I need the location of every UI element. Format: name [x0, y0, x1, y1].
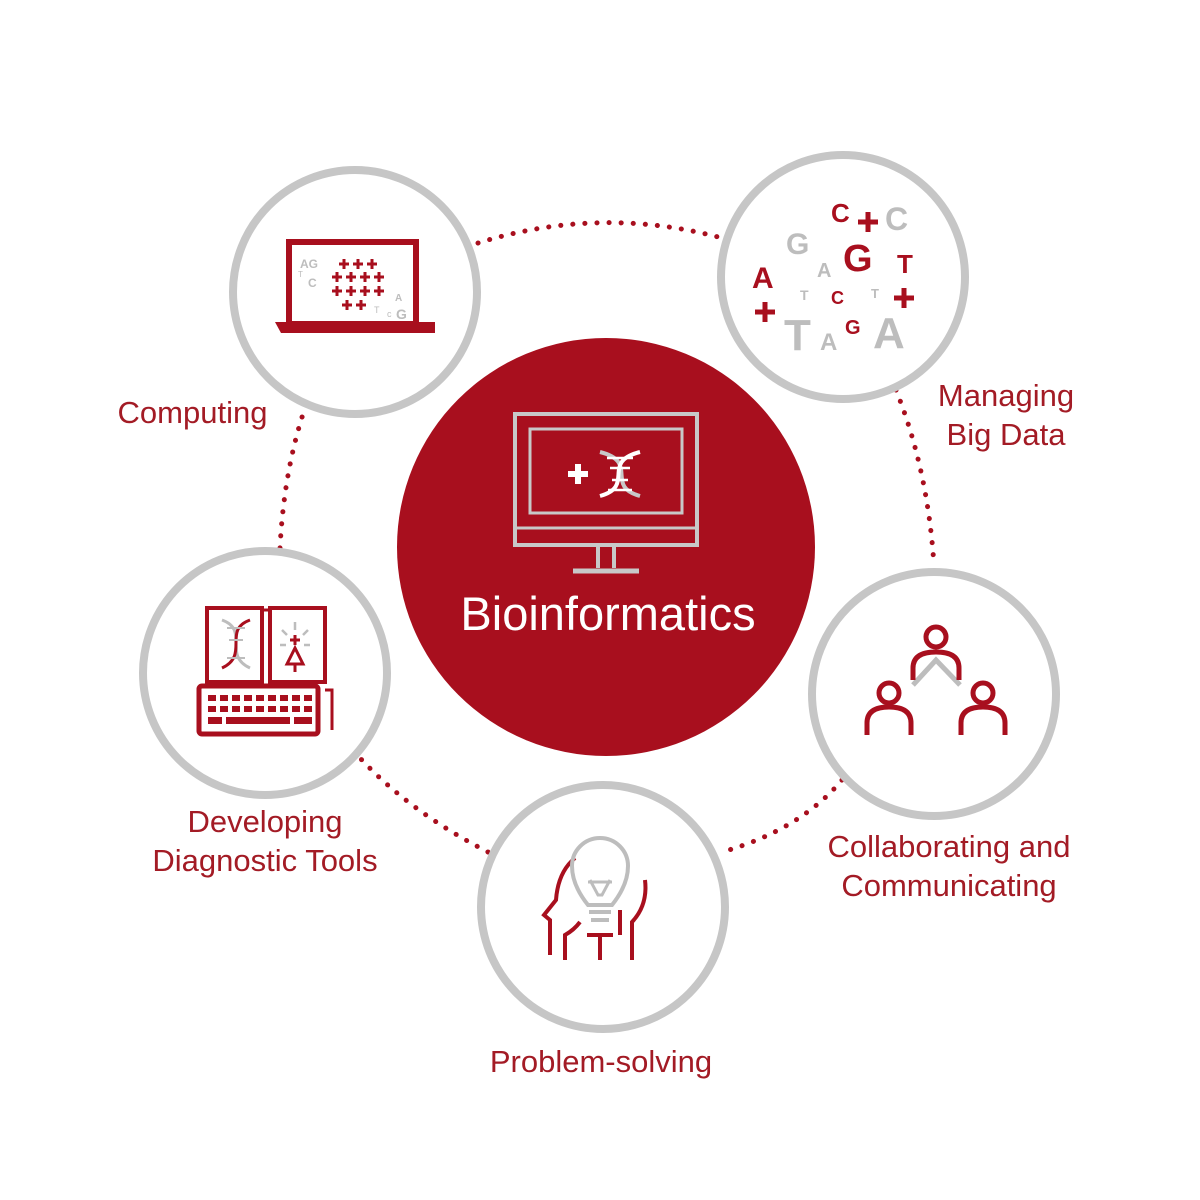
computing-label: Computing [90, 393, 295, 432]
svg-text:T: T [897, 249, 913, 279]
head-lightbulb-icon [541, 836, 648, 960]
svg-text:C: C [308, 276, 317, 290]
collab-node [808, 568, 1060, 820]
big-data-label-line-1: Managing [937, 378, 1075, 413]
big-data-label: Managing Big Data [906, 376, 1106, 454]
svg-text:C: C [831, 288, 844, 308]
computer-monitor-dna-icon [513, 412, 699, 574]
laptop-dna-grid-icon: AG T C A T c G [275, 239, 435, 333]
computing-label-text: Computing [117, 395, 268, 430]
svg-text:T: T [800, 287, 809, 303]
center-node [397, 338, 815, 756]
plus-grid [332, 259, 384, 310]
tools-label-line-2: Diagnostic Tools [152, 843, 378, 878]
collab-label: Collaborating and Communicating [796, 827, 1102, 905]
dotted-connectors [277, 220, 937, 855]
people-network-icon [864, 624, 1008, 735]
svg-text:G: G [843, 238, 873, 280]
tools-ring [139, 547, 391, 799]
svg-text:G: G [396, 306, 407, 322]
svg-text:A: A [752, 262, 774, 295]
keyboard-keys [208, 695, 312, 724]
problem-label: Problem-solving [450, 1042, 752, 1081]
svg-text:G: G [845, 317, 861, 339]
tools-node [139, 547, 391, 799]
problem-node [477, 781, 729, 1033]
dna-letters-cloud-icon: C C G G A A T T C T T A G A [752, 198, 914, 360]
big-data-node: C C G G A A T T C T T A G A [717, 151, 969, 403]
svg-text:G: G [786, 228, 809, 261]
computing-node: AG T C A T c G [229, 166, 481, 418]
svg-text:C: C [885, 201, 908, 237]
svg-text:AG: AG [300, 257, 318, 271]
connector-problem-tools [357, 755, 491, 855]
svg-text:A: A [873, 309, 905, 358]
connector-bigdata-collab [893, 387, 937, 569]
svg-text:A: A [395, 293, 402, 304]
svg-text:c: c [387, 309, 392, 319]
svg-text:T: T [871, 286, 879, 301]
svg-text:A: A [817, 260, 831, 282]
big-data-ring [717, 151, 969, 403]
collab-label-line-2: Communicating [841, 868, 1057, 903]
big-data-label-line-2: Big Data [946, 417, 1066, 452]
connector-tools-computing [277, 405, 308, 551]
problem-label-text: Problem-solving [489, 1044, 713, 1079]
tools-label: Developing Diagnostic Tools [120, 802, 410, 880]
svg-text:A: A [820, 329, 837, 356]
center-title: Bioinformatics [460, 587, 756, 640]
svg-text:T: T [784, 311, 811, 360]
tools-label-line-1: Developing [187, 804, 343, 839]
svg-text:T: T [298, 270, 303, 279]
svg-text:T: T [374, 305, 380, 315]
collab-ring [808, 568, 1060, 820]
book-keyboard-diagnostic-icon [196, 606, 334, 737]
connector-computing-bigdata [475, 220, 725, 246]
svg-text:C: C [831, 198, 850, 228]
collab-label-line-1: Collaborating and [827, 829, 1071, 864]
